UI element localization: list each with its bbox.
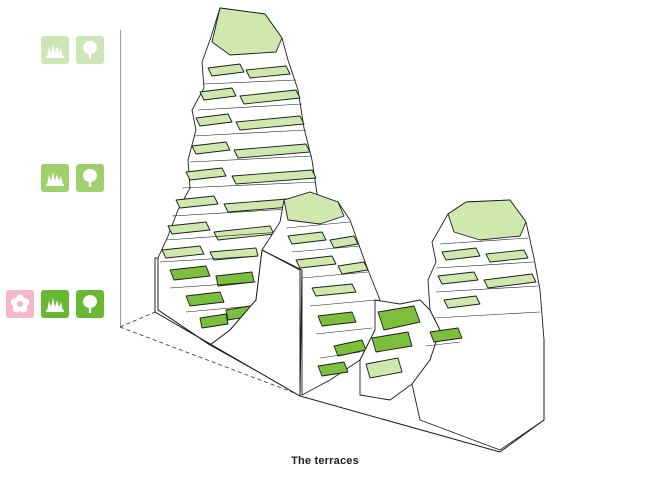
middle-tower: [261, 191, 381, 396]
base-right-edge: [299, 340, 545, 453]
grass-icon: [41, 290, 69, 318]
flower-icon: [6, 290, 34, 318]
tree-icon: [76, 36, 104, 64]
diagram-caption: The terraces: [291, 455, 359, 467]
right-tower-top-terrace: [447, 199, 527, 241]
left-tower-top-terrace: [211, 7, 283, 56]
right-tower-body: [411, 199, 545, 451]
right-tower: [411, 199, 545, 451]
valley-terraces: [359, 299, 441, 401]
grass-icon: [41, 164, 69, 192]
base-block: [154, 249, 545, 453]
ground-dashed-line: [119, 311, 301, 396]
grass-icon: [41, 36, 69, 64]
middle-tower-top-terrace: [283, 191, 345, 225]
left-tower: [157, 7, 319, 346]
tree-icon: [76, 164, 104, 192]
tree-icon: [76, 290, 104, 318]
height-axis-line: [120, 30, 121, 327]
